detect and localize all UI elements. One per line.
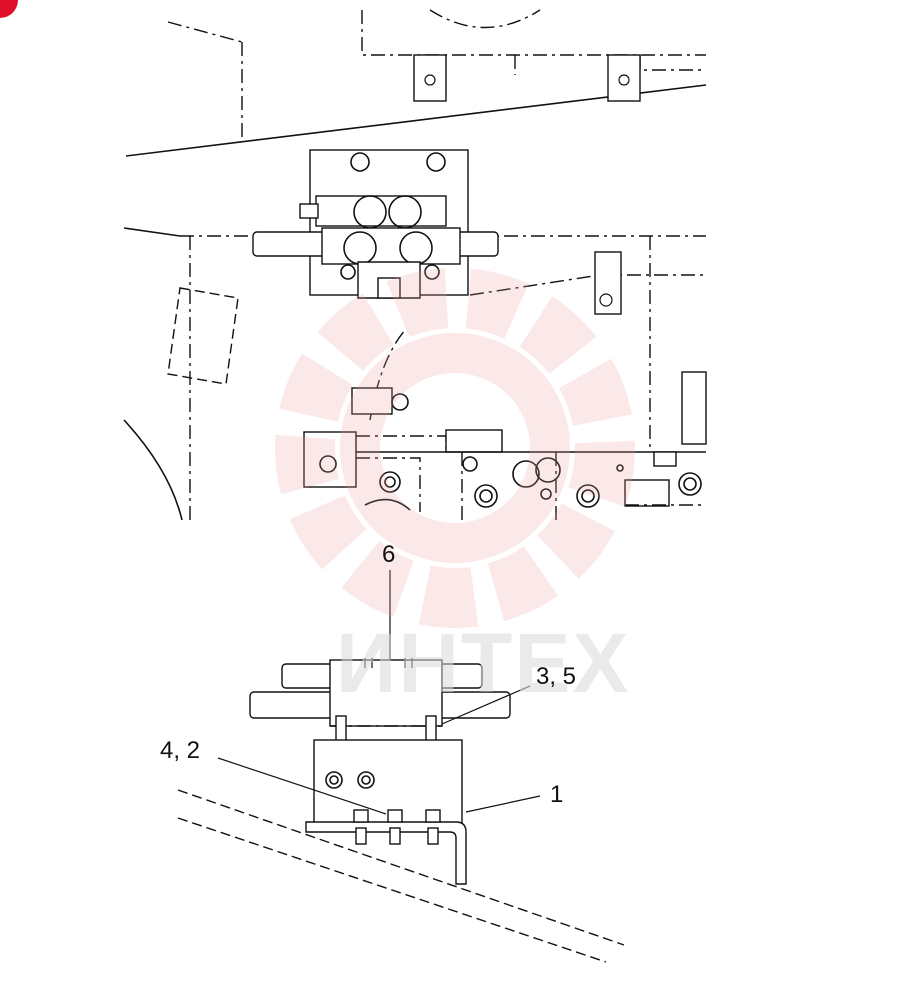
- bracket-bolt-1: [353, 809, 369, 823]
- lower-mid-assembly: [303, 371, 707, 525]
- lower-frame-rails: [177, 789, 625, 963]
- upper-lug-right: [607, 54, 641, 102]
- lower-valve-assembly: [249, 658, 511, 747]
- mid-frame: [123, 227, 706, 521]
- watermark-logo: [275, 268, 635, 628]
- bracket-nut-2: [389, 827, 401, 845]
- mid-lug-bolt: [599, 293, 613, 307]
- upper-lug-left: [413, 54, 447, 102]
- callout-3-5: 3, 5: [536, 663, 576, 690]
- bracket-nut-1: [355, 827, 367, 845]
- callout-1: 1: [550, 781, 563, 808]
- upper-frame: [125, 9, 707, 157]
- upper-valve-assembly: [252, 149, 499, 299]
- valve-body: [329, 659, 443, 727]
- bracket-nut-3: [427, 827, 439, 845]
- bracket-bolt-2: [387, 809, 403, 823]
- watermark-text: ИНТЕХ: [336, 616, 630, 710]
- callout-4-2: 4, 2: [160, 737, 200, 764]
- leader-1: [465, 795, 541, 813]
- bracket-bolt-3: [425, 809, 441, 823]
- leader-3-5: [441, 685, 531, 725]
- upper-lug-left-hole: [424, 74, 436, 86]
- mounting-bracket: [305, 739, 467, 885]
- mid-lug: [594, 251, 622, 315]
- callout-6: 6: [382, 541, 395, 568]
- leader-lines: [217, 570, 541, 815]
- upper-lug-right-hole: [618, 74, 630, 86]
- corner-marker: [0, 0, 18, 18]
- side-plate-outline: [167, 287, 239, 385]
- leader-4-2: [217, 757, 387, 815]
